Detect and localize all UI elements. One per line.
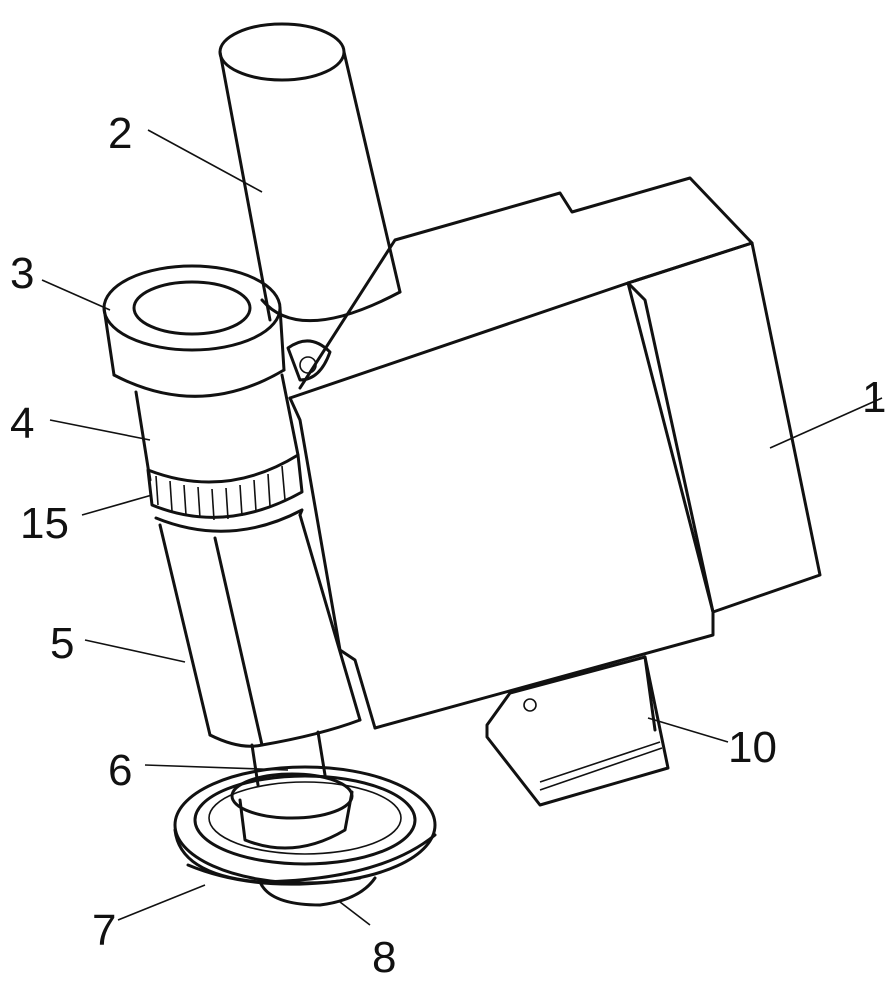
- part-1-housing: [286, 176, 822, 730]
- label-3: 3: [10, 249, 34, 298]
- parts-3-4-15-5-column: [102, 264, 362, 748]
- part-10-bracket: [485, 655, 670, 807]
- reference-labels: 2 3 4 15 5 6 1 10 7 8: [10, 109, 886, 981]
- label-1: 1: [862, 373, 886, 422]
- part-2-cylinder: [218, 22, 402, 323]
- label-4: 4: [10, 399, 34, 448]
- label-8: 8: [372, 933, 396, 981]
- part-6-lens: [230, 730, 354, 850]
- parts-7-8-dish: [173, 765, 437, 907]
- label-10: 10: [728, 723, 777, 772]
- label-7: 7: [92, 906, 116, 955]
- label-6: 6: [108, 746, 132, 795]
- label-5: 5: [50, 619, 74, 668]
- label-2: 2: [108, 109, 132, 158]
- knurling: [155, 465, 286, 521]
- leader-lines: [41, 129, 883, 926]
- label-15: 15: [20, 499, 69, 548]
